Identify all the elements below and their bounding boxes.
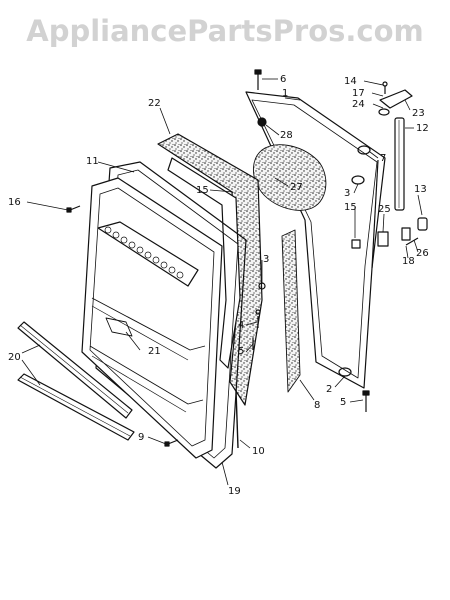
callout-17: 17 [352, 88, 365, 99]
callout-27: 27 [290, 182, 303, 193]
top-screw [254, 69, 262, 90]
callout-13: 13 [414, 184, 427, 195]
callout-20: 20 [8, 352, 21, 363]
callout-15b: 15 [344, 202, 357, 213]
bottom-screw [164, 439, 179, 447]
top-hinge [378, 81, 413, 116]
callout-25: 25 [378, 204, 391, 215]
callout-18: 18 [402, 256, 415, 267]
callout-4: 4 [238, 320, 244, 331]
door-gasket [157, 133, 263, 406]
callout-3a: 3 [344, 188, 350, 199]
callout-19: 19 [228, 486, 241, 497]
long-rod [235, 389, 239, 449]
callout-5b: 5 [340, 397, 346, 408]
stop-bracket [377, 231, 389, 247]
closure-cam [351, 175, 365, 185]
door-stop [357, 145, 371, 155]
hinge-cap [257, 117, 267, 127]
stop-plate [401, 227, 411, 241]
callout-14: 14 [344, 76, 357, 87]
outer-door-panel [245, 91, 386, 389]
callout-3b: 3 [263, 254, 269, 265]
callout-22: 22 [148, 98, 161, 109]
door-handle [394, 117, 405, 211]
callout-21: 21 [148, 346, 161, 357]
callout-16: 16 [8, 197, 21, 208]
callout-28: 28 [280, 130, 293, 141]
callout-8: 8 [314, 400, 320, 411]
callout-24: 24 [352, 99, 365, 110]
callout-6: 6 [280, 74, 286, 85]
callout-7: 7 [380, 153, 386, 164]
callout-5a: 5 [238, 346, 244, 357]
door-rail-upper [17, 321, 133, 419]
breaker-strip [281, 229, 301, 393]
callout-11: 11 [86, 156, 99, 167]
watermark-text: AppliancePartsPros.com [26, 14, 424, 48]
callout-2: 2 [326, 384, 332, 395]
lower-screw [362, 390, 370, 412]
callout-15a: 15 [196, 185, 209, 196]
liner-screw [66, 205, 81, 213]
callout-1: 1 [282, 88, 288, 99]
callout-23: 23 [412, 108, 425, 119]
callout-10: 10 [252, 446, 265, 457]
door-rail-lower [17, 373, 135, 441]
stop-block [417, 217, 428, 231]
lower-hinge-washer [338, 367, 352, 377]
cam-bracket [351, 239, 361, 249]
insulation-patch [253, 144, 327, 211]
callout-26: 26 [416, 248, 429, 259]
leader-lines [21, 78, 423, 486]
callout-12: 12 [416, 123, 429, 134]
door-liner [81, 177, 223, 459]
callout-9: 9 [138, 432, 144, 443]
stop-screw [405, 237, 419, 246]
